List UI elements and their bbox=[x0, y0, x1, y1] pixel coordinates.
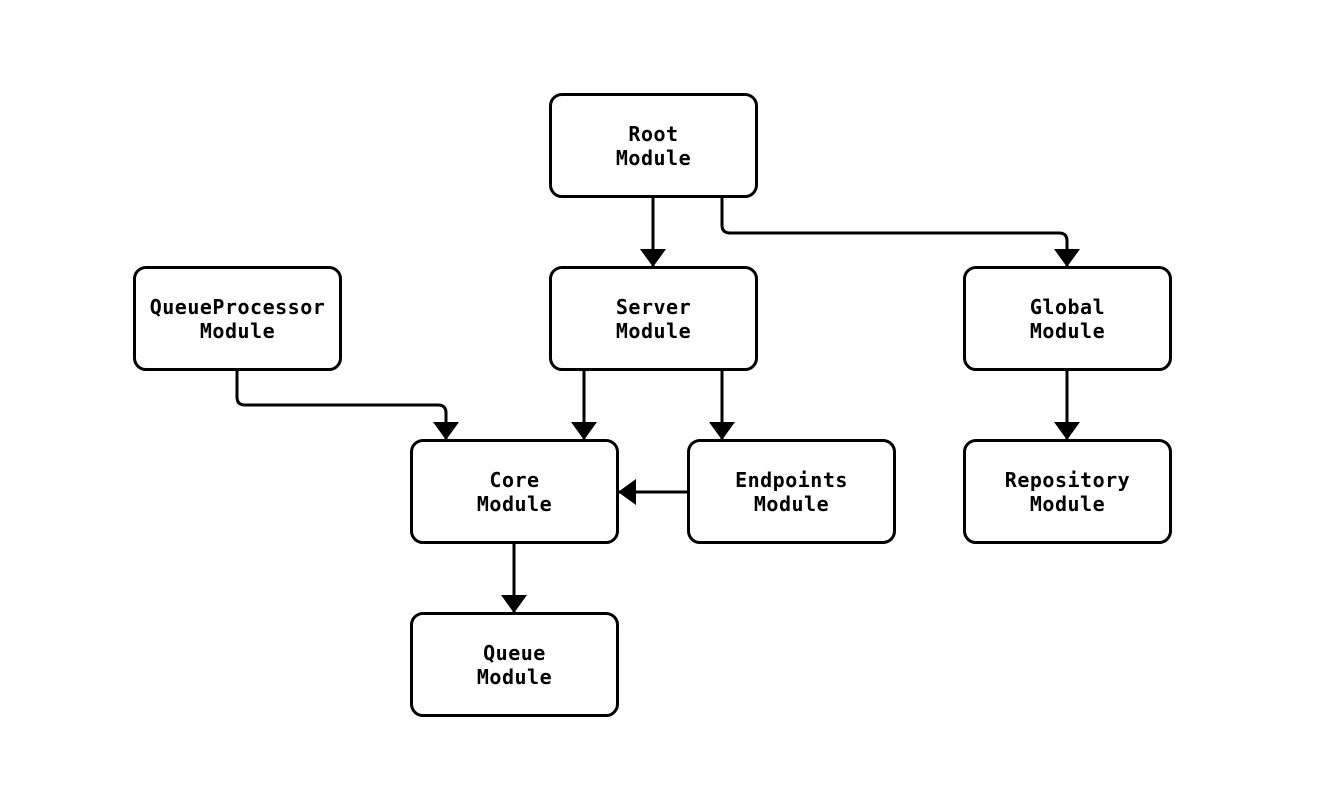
edge-root-to-global bbox=[720, 198, 1080, 267]
node-label-line: Module bbox=[753, 491, 830, 516]
node-label-line: Module bbox=[476, 664, 553, 689]
node-label-line: Module bbox=[1029, 491, 1106, 516]
node-label-line: Module bbox=[476, 491, 553, 516]
node-label-line: Module bbox=[615, 145, 692, 170]
node-label-line: Module bbox=[615, 318, 692, 343]
node-label-line: Core bbox=[489, 467, 540, 492]
node-label-line: Server bbox=[615, 294, 692, 319]
node-label-line: Endpoints bbox=[735, 467, 848, 492]
node-label-line: Module bbox=[1029, 318, 1106, 343]
node-label-line: Global bbox=[1029, 294, 1106, 319]
node-label-line: Repository bbox=[1004, 467, 1131, 492]
node-label-line: Module bbox=[199, 318, 276, 343]
edges-group bbox=[235, 198, 1080, 613]
edge-queueprocessor-to-core bbox=[235, 371, 459, 440]
node-label-line: QueueProcessor bbox=[149, 294, 326, 319]
node-label-line: Queue bbox=[483, 640, 546, 665]
node-label-line: Root bbox=[628, 121, 679, 146]
